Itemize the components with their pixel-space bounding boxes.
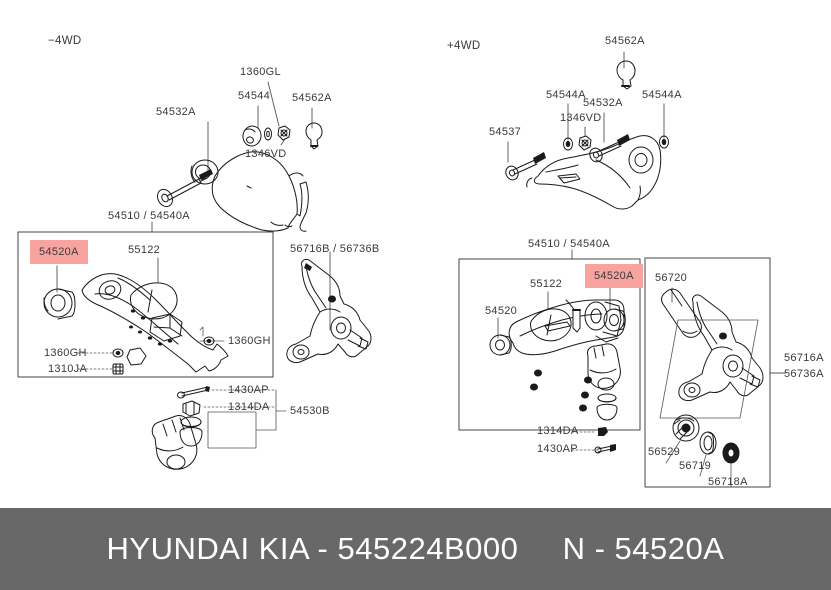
label-56719: 56719 — [679, 460, 712, 472]
label-56716b-56736b: 56716B / 56736B — [290, 243, 380, 255]
label-1314da-left: 1314DA — [228, 401, 270, 413]
label-1430ap-right: 1430AP — [537, 443, 578, 455]
left-upper-arm-bolt — [157, 169, 213, 208]
right-upper-small-parts — [505, 60, 669, 181]
right-lower-arm-group-box — [458, 258, 641, 431]
label-54532a-right: 54532A — [583, 97, 623, 109]
label-1346vd-right: 1346VD — [560, 112, 602, 124]
footer-ref-prefix: N - — [562, 531, 606, 566]
label-55122-right: 55122 — [530, 278, 563, 290]
label-1346vd-left: 1346VD — [245, 148, 287, 160]
label-56529: 56529 — [648, 446, 681, 458]
right-bushing-54520a — [603, 308, 626, 332]
label-54520a-left-highlight[interactable]: 54520A — [30, 240, 88, 264]
label-54562a-right: 54562A — [605, 35, 645, 47]
label-1310ja: 1310JA — [48, 363, 88, 375]
left-fastener-callouts — [77, 326, 225, 375]
right-bushing-54520 — [489, 334, 512, 356]
right-assembly-bracket — [659, 319, 759, 419]
right-bearings — [665, 414, 740, 488]
label-56718a: 56718A — [708, 476, 748, 488]
label-56716a: 56716A — [784, 352, 824, 364]
label-54532a-left: 54532A — [156, 106, 196, 118]
label-1314da-right: 1314DA — [537, 425, 579, 437]
right-fastener-callouts — [571, 427, 616, 454]
left-bushing-54520a — [43, 288, 76, 320]
left-knuckle — [286, 259, 372, 364]
left-leader-lines — [56, 81, 331, 331]
right-upper-control-arm — [526, 135, 662, 210]
label-54544a-right: 54544A — [642, 89, 682, 101]
left-arm-cover-55122 — [129, 282, 178, 320]
right-tie-rod-56720 — [661, 288, 702, 338]
label-54544a-left: 54544A — [546, 89, 586, 101]
footer-part-number: 545224B000 — [337, 531, 519, 566]
label-54537: 54537 — [489, 126, 522, 138]
footer-caption: HYUNDAI KIA - 545224B000 N - 54520A — [107, 531, 725, 567]
right-arm-cover-55122 — [530, 308, 572, 342]
left-small-parts — [242, 122, 323, 150]
footer-bar: HYUNDAI KIA - 545224B000 N - 54520A — [0, 508, 831, 590]
left-upper-control-arm — [190, 151, 309, 232]
left-lower-arm-group-box — [17, 231, 274, 378]
right-knuckle-group-box — [644, 257, 771, 488]
diagram-artwork — [17, 51, 787, 488]
label-54510-54540a-left: 54510 / 54540A — [108, 210, 190, 222]
label-54544-left: 54544 — [238, 90, 271, 102]
left-diagram-title: −4WD — [48, 35, 82, 47]
label-55122-left: 55122 — [128, 244, 161, 256]
right-diagram-title: +4WD — [447, 40, 481, 52]
left-lower-control-arm — [81, 273, 229, 373]
label-56720: 56720 — [655, 272, 688, 284]
right-leader-lines — [497, 51, 673, 339]
footer-ref-number: 54520A — [614, 531, 725, 566]
label-54530b: 54530B — [290, 405, 330, 417]
label-56736a: 56736A — [784, 368, 824, 380]
label-1430ap-left: 1430AP — [228, 384, 269, 396]
label-54520a-right-highlight[interactable]: 54520A — [585, 264, 643, 288]
label-54562a-left: 54562A — [292, 92, 332, 104]
right-lower-control-arm — [508, 299, 625, 421]
label-1360gh-right: 1360GH — [228, 335, 271, 347]
left-ball-joint-assembly — [151, 386, 287, 470]
footer-brand: HYUNDAI KIA - — [106, 531, 329, 566]
label-1360gh-left: 1360GH — [44, 347, 87, 359]
right-knuckle — [678, 294, 764, 402]
label-54510-54540a-right: 54510 / 54540A — [528, 238, 610, 250]
label-54520-right: 54520 — [485, 305, 518, 317]
label-1360gl: 1360GL — [240, 66, 281, 78]
